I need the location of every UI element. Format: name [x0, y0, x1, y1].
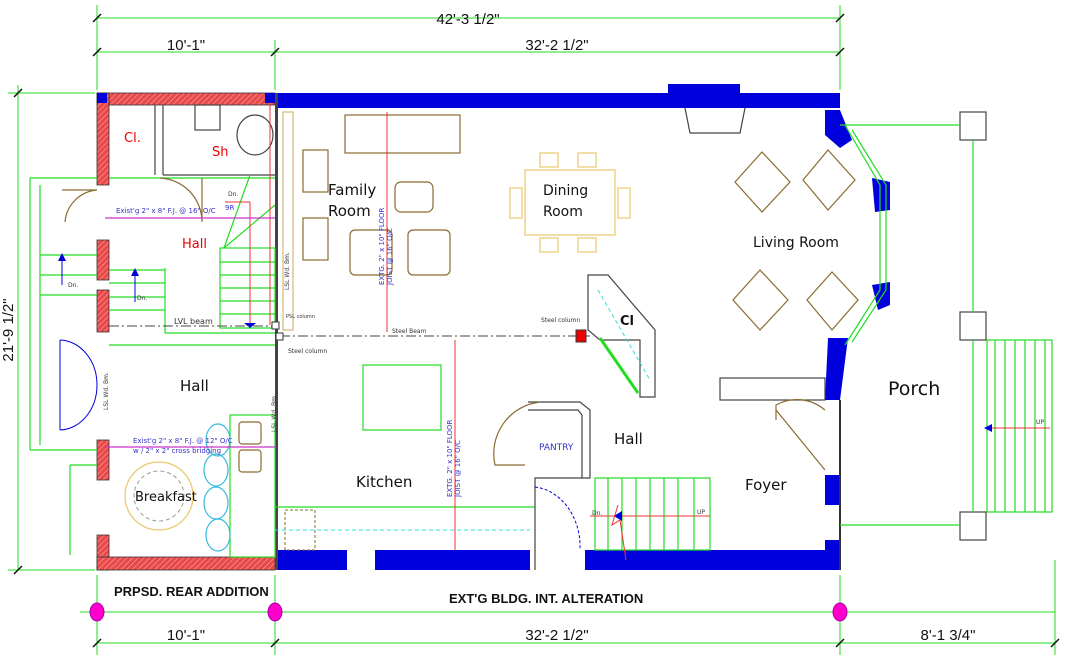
room-label-closet: Cl: [620, 314, 634, 329]
note-lsl-beam-1: LSL Wd. Bm.: [284, 252, 291, 290]
room-label-kitchen: Kitchen: [356, 473, 412, 491]
grid-marker: [89, 602, 105, 622]
zone-label-rear-addition: PRPSD. REAR ADDITION: [114, 584, 269, 599]
existing-walls: [97, 84, 890, 570]
note-joist-lower-1: Exist'g 2" x 8" F.J. @ 12" O/C: [133, 437, 233, 445]
room-label-hall-rear: Hall: [182, 237, 207, 252]
room-label-pantry: PANTRY: [539, 443, 574, 453]
grid-markers: [89, 602, 848, 622]
main-interior: [105, 107, 859, 570]
up-label-porch: UP: [1036, 419, 1044, 426]
dimension-lines: [8, 5, 1056, 655]
grid-marker: [832, 602, 848, 622]
note-joist-lower-2: w / 2" x 2" cross bridging: [133, 447, 221, 455]
room-label-hall-center: Hall: [614, 430, 643, 448]
room-label-dining-2: Room: [543, 204, 583, 220]
stair-label-dn-1: Dn.: [228, 191, 238, 198]
dim-overall-depth: 21'-9 1/2": [0, 298, 17, 361]
room-label-closet-rear: Cl.: [124, 131, 141, 146]
note-lsl-beam-3: LSL Wd. Bm.: [271, 394, 278, 432]
note-psl-column: PSL column: [286, 314, 315, 320]
note-steel-column-2: Steel column: [541, 317, 580, 324]
porch: UP: [840, 111, 1053, 541]
rear-addition-walls: [96, 92, 276, 571]
note-steel-beam: Steel Beam: [392, 328, 427, 335]
room-label-breakfast: Breakfast: [135, 490, 197, 505]
bay-window: [844, 124, 887, 346]
room-label-hall-left: Hall: [180, 377, 209, 395]
note-floor-joist-2b: JOIST @ 16" O/C: [454, 440, 462, 498]
room-label-shower: Sh: [212, 145, 229, 160]
note-lvl-beam: LVL beam: [174, 317, 213, 326]
note-floor-joist-2a: EXTG. 2" x 10" FLOOR: [446, 419, 454, 497]
stair-label-up: UP: [697, 509, 705, 516]
zone-label-existing: EXT'G BLDG. INT. ALTERATION: [449, 591, 643, 606]
room-label-foyer: Foyer: [745, 476, 787, 494]
dim-top-right: 32'-2 1/2": [525, 37, 588, 54]
rear-interior: [29, 104, 535, 558]
note-floor-joist-1b: JOIST @ 16" O/C: [386, 228, 394, 286]
stair-label-dn-3: Dn.: [137, 295, 147, 302]
room-label-porch: Porch: [888, 378, 940, 400]
stair-label-dn-2: Dn.: [68, 282, 78, 289]
note-steel-column-1: Steel column: [288, 348, 327, 355]
room-label-dining-1: Dining: [543, 183, 588, 199]
stair-label-dn-4: Dn.: [592, 510, 602, 517]
room-label-family-2: Room: [328, 202, 371, 220]
dim-top-left: 10'-1": [167, 37, 205, 54]
dim-bottom-left: 10'-1": [167, 627, 205, 644]
dim-bottom-porch: 8'-1 3/4": [921, 627, 976, 644]
room-label-living: Living Room: [753, 235, 839, 251]
note-lsl-beam-2: LSL Wd. Bm.: [103, 372, 110, 410]
grid-marker: [267, 602, 283, 622]
room-label-family-1: Family: [328, 181, 376, 199]
dim-overall-width: 42'-3 1/2": [436, 11, 499, 28]
note-joist-upper: Exist'g 2" x 8" F.J. @ 16" O/C: [116, 207, 216, 215]
note-floor-joist-1a: EXTG. 2" x 10" FLOOR: [378, 207, 386, 285]
dim-bottom-mid: 32'-2 1/2": [525, 627, 588, 644]
stair-risers: 9R: [225, 204, 234, 212]
